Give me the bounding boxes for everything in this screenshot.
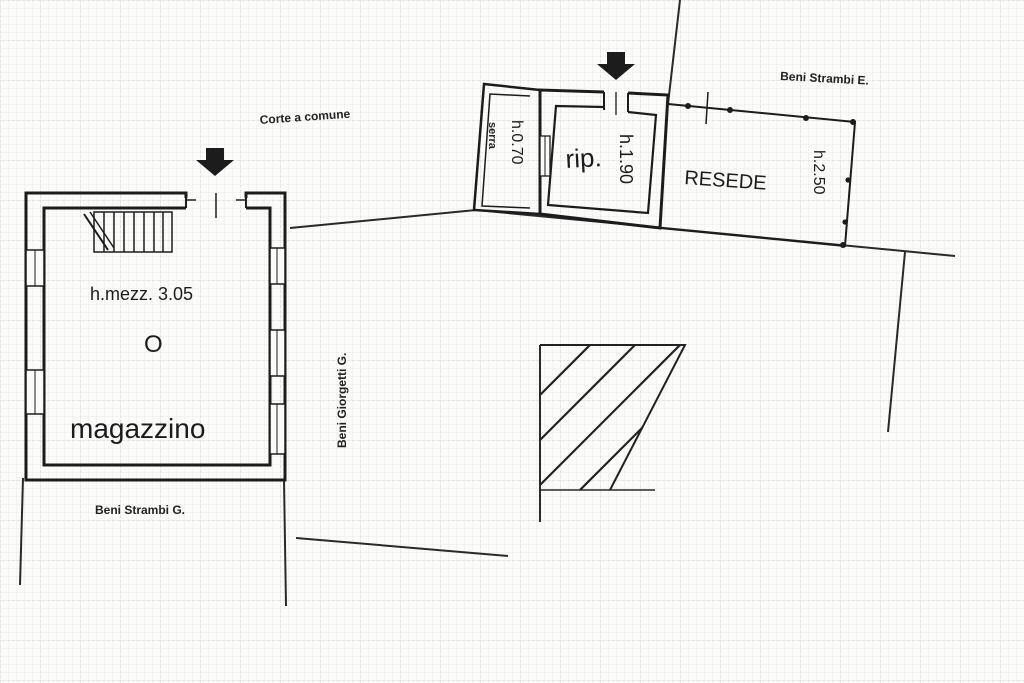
annex-building — [472, 82, 857, 248]
staircase — [83, 211, 173, 253]
storeroom-name-label: rip. — [565, 142, 603, 174]
down-arrow-icon — [196, 148, 234, 176]
storage-building — [24, 191, 287, 482]
storage-height-label: h.mezz. 3.05 — [90, 284, 193, 304]
storeroom-height-label: h.1.90 — [616, 134, 636, 184]
greenhouse-name-label: serra — [486, 122, 498, 150]
neighbor-east-label: Beni Strambi E. — [780, 69, 869, 88]
down-arrow-icon — [597, 52, 635, 80]
neighbor-south-label: Beni Strambi G. — [95, 503, 185, 517]
neighbor-middle-label: Beni Giorgetti G. — [335, 353, 349, 448]
storage-symbol: O — [144, 331, 163, 358]
storage-name-label: magazzino — [70, 413, 205, 444]
courtyard-label: Corte a comune — [259, 107, 351, 127]
greenhouse-height-label: h.0.70 — [508, 120, 525, 165]
yard-height-label: h.2.50 — [810, 150, 827, 195]
